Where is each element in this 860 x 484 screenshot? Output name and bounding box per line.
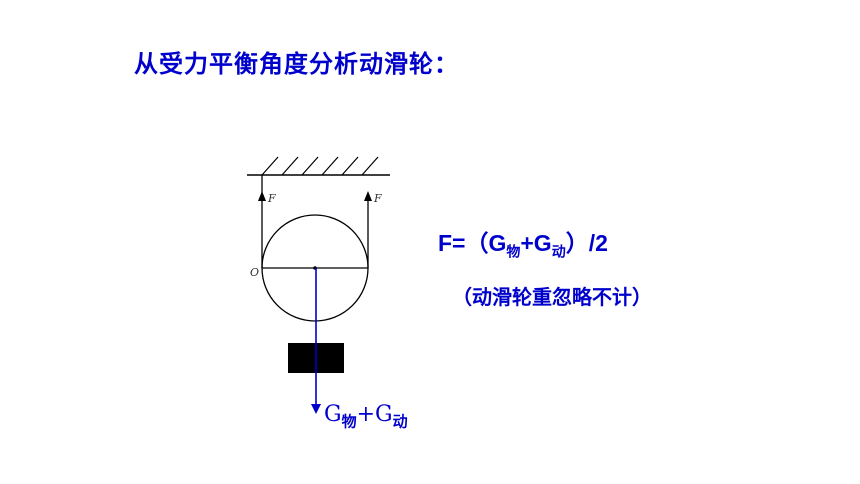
gravity-label: G物+G动 [324,402,408,431]
formula-sub1: 物 [506,244,521,261]
gravity-sub1: 物 [341,412,357,431]
formula-sub2: 动 [551,244,566,261]
formula-plus: +G [520,230,552,256]
gravity-arrow-head [311,404,321,414]
formula-note: （动滑轮重忽略不计） [452,285,652,309]
slide-title: 从受力平衡角度分析动滑轮： [134,50,459,78]
formula-suffix: ）/2 [565,230,608,256]
gravity-plus: +G [356,402,393,427]
gravity-g1: G [324,402,342,427]
force-label-left: F [267,192,276,205]
force-arrow-right [364,191,372,201]
ceiling-hatching [261,156,379,176]
origin-label: O [250,266,259,279]
force-label-right: F [373,192,382,205]
force-formula: F=（G物+G动）/2 [438,224,608,262]
gravity-sub2: 动 [392,412,408,431]
force-arrow-left [258,191,266,201]
formula-prefix: F=（G [438,230,507,256]
